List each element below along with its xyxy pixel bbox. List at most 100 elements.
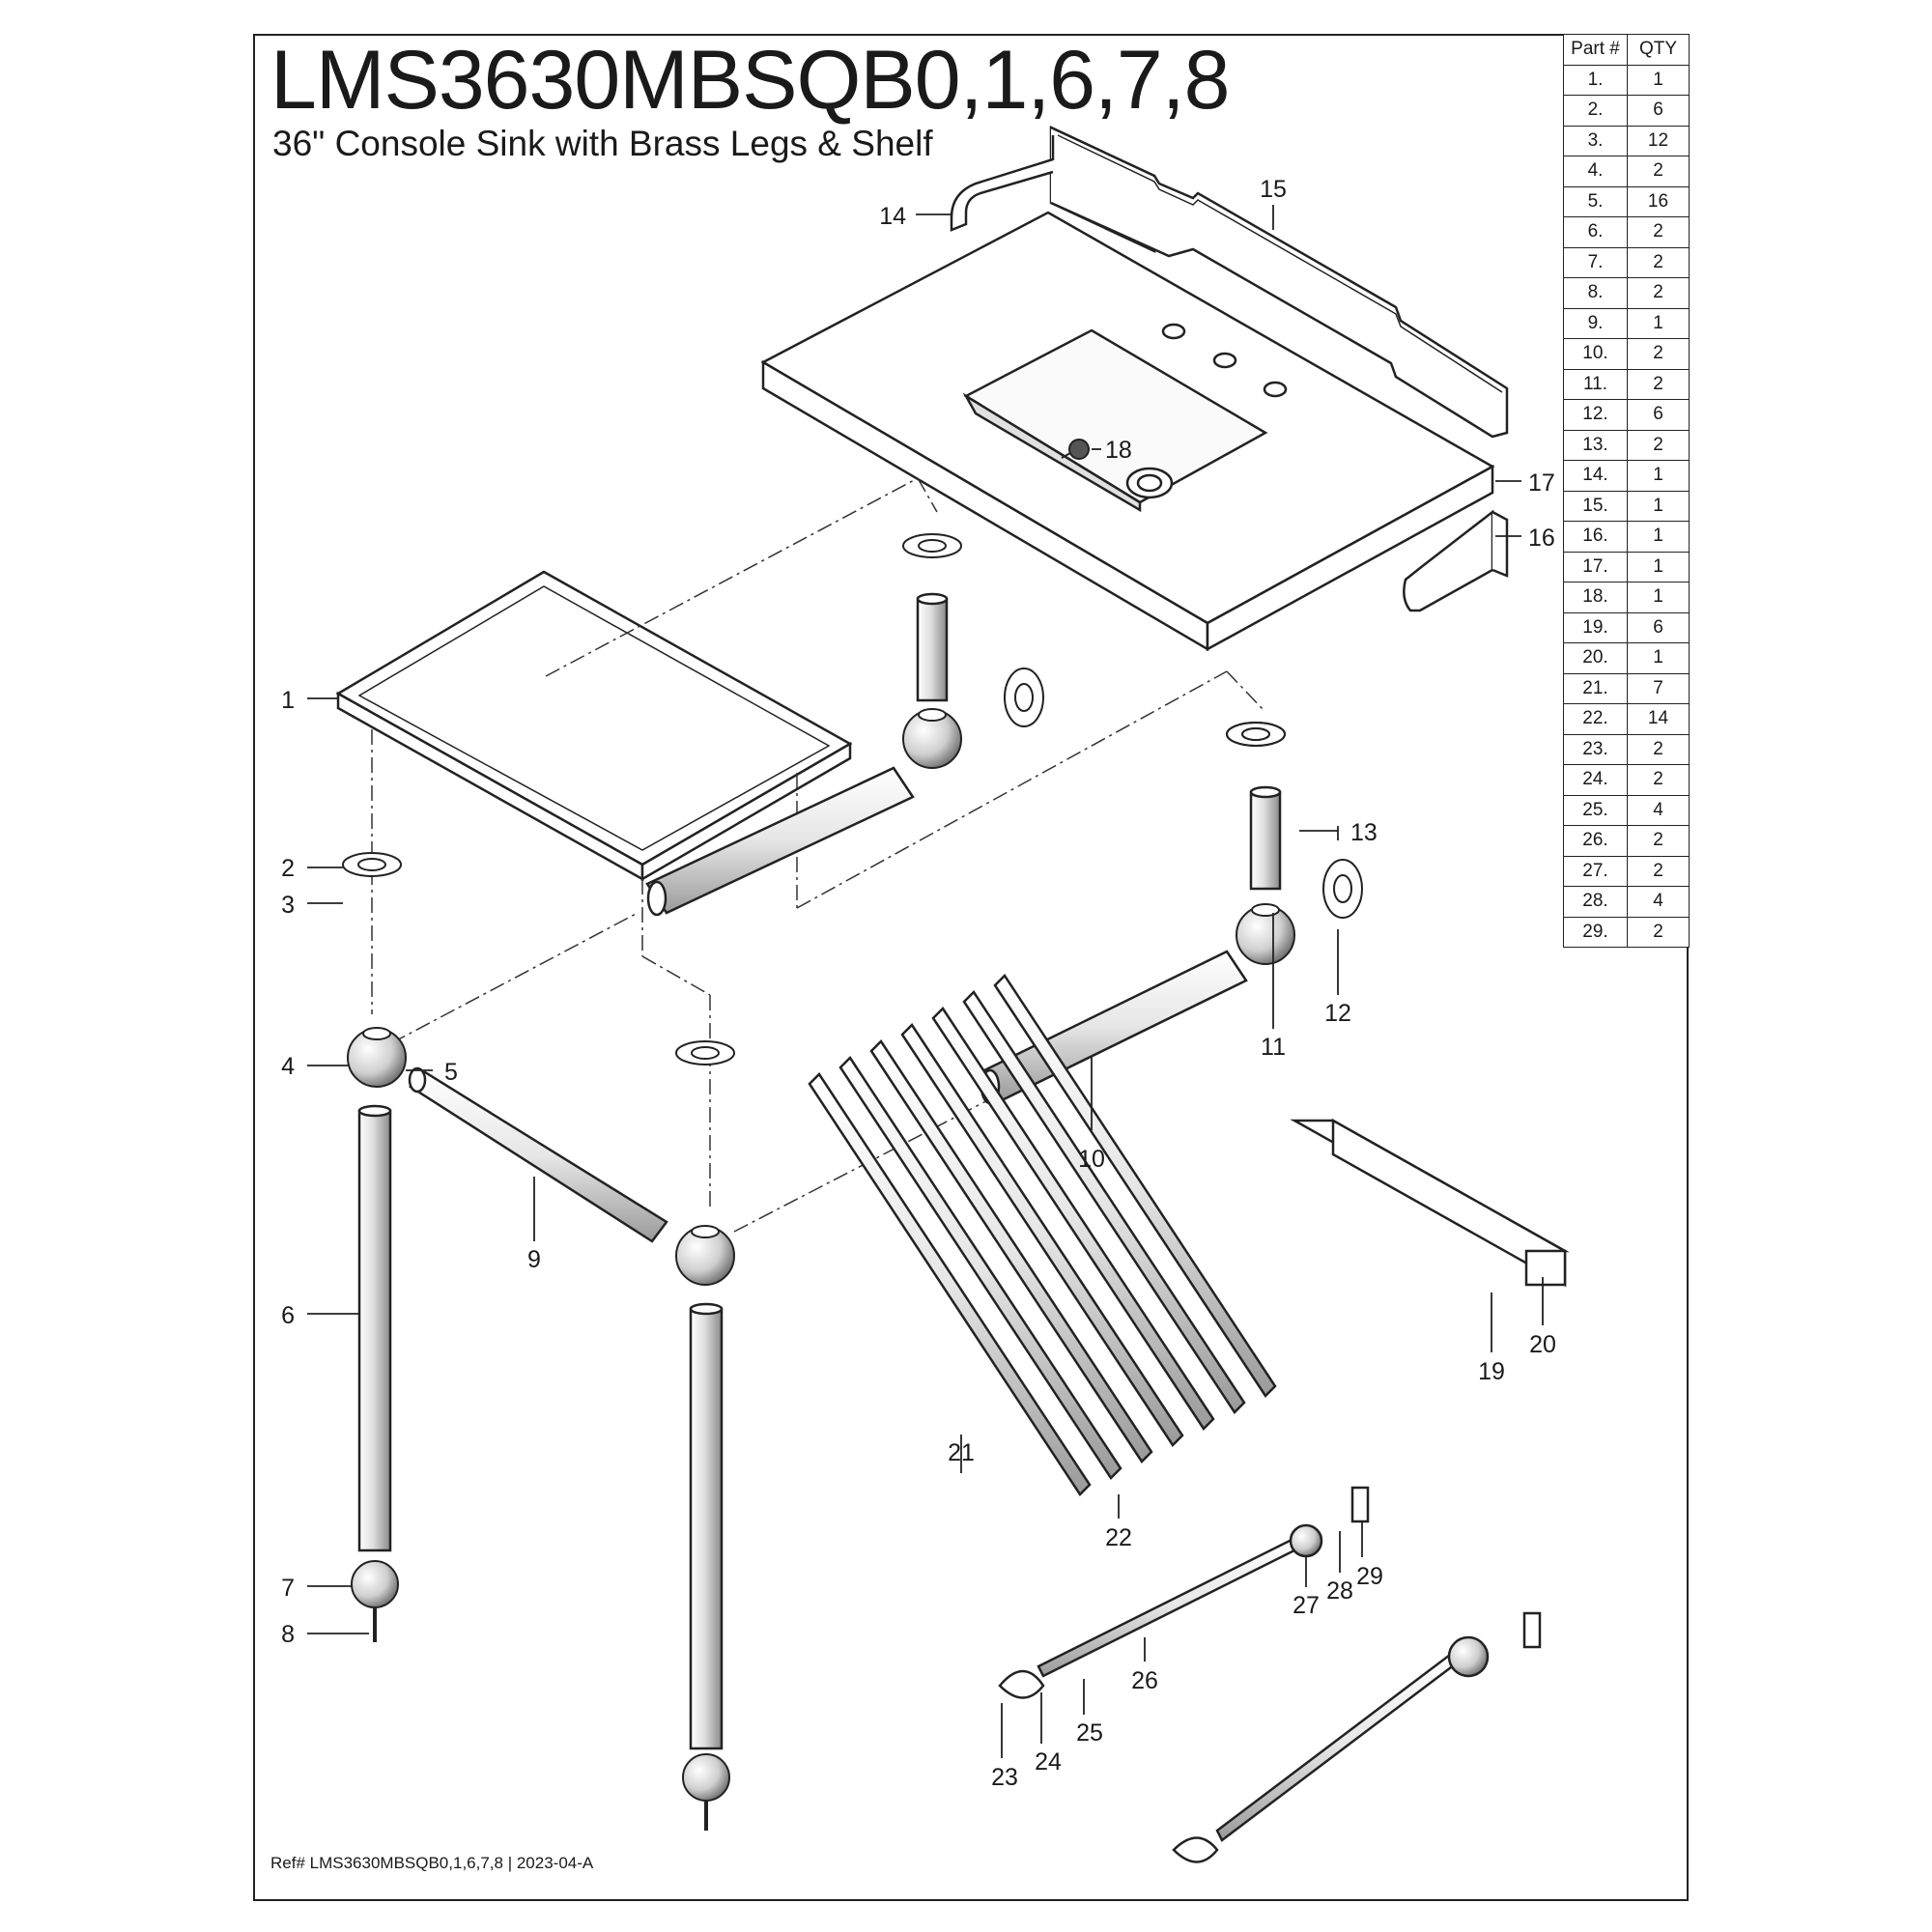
table-row: 1.1 — [1563, 64, 1690, 96]
part-number-cell: 6. — [1563, 216, 1628, 248]
leader-lines — [307, 205, 1544, 1758]
table-row: 24.2 — [1563, 764, 1690, 796]
part-number-cell: 11. — [1563, 368, 1628, 400]
callout-4: 4 — [281, 1053, 295, 1080]
qty-cell: 2 — [1627, 916, 1690, 948]
table-row: 6.2 — [1563, 216, 1690, 248]
qty-cell: 2 — [1627, 855, 1690, 887]
callout-16: 16 — [1528, 525, 1555, 552]
part-number-cell: 21. — [1563, 672, 1628, 704]
qty-cell: 4 — [1627, 886, 1690, 918]
backsplash — [1049, 126, 1509, 439]
countertop — [760, 211, 1495, 652]
side-splash-16 — [1403, 509, 1509, 612]
callout-7: 7 — [281, 1575, 295, 1602]
legs — [357, 592, 1282, 1750]
side-splash-14 — [950, 135, 1055, 232]
table-row: 16.1 — [1563, 521, 1690, 553]
table-row: 9.1 — [1563, 307, 1690, 339]
part-number-cell: 16. — [1563, 521, 1628, 553]
part-number-cell: 17. — [1563, 551, 1628, 582]
qty-cell: 6 — [1627, 399, 1690, 431]
product-description: 36" Console Sink with Brass Legs & Shelf — [272, 124, 933, 163]
table-row: 29.2 — [1563, 916, 1690, 948]
callout-12: 12 — [1324, 1000, 1351, 1027]
qty-cell: 2 — [1627, 338, 1690, 370]
part-number-cell: 23. — [1563, 733, 1628, 765]
qty-cell: 1 — [1627, 582, 1690, 613]
qty-cell: 12 — [1627, 125, 1690, 156]
qty-cell: 2 — [1627, 429, 1690, 461]
part-number-cell: 25. — [1563, 794, 1628, 826]
part-number-cell: 14. — [1563, 460, 1628, 492]
qty-cell: 2 — [1627, 246, 1690, 278]
table-row: 18.1 — [1563, 582, 1690, 613]
callout-17: 17 — [1528, 469, 1555, 497]
table-row: 28.4 — [1563, 886, 1690, 918]
callout-28: 28 — [1326, 1577, 1353, 1605]
qty-cell: 1 — [1627, 642, 1690, 674]
part-number-cell: 9. — [1563, 307, 1628, 339]
part-number-cell: 28. — [1563, 886, 1628, 918]
table-row: 20.1 — [1563, 642, 1690, 674]
callout-11: 11 — [1261, 1034, 1286, 1061]
qty-cell: 7 — [1627, 672, 1690, 704]
table-row: 27.2 — [1563, 855, 1690, 887]
qty-cell: 2 — [1627, 216, 1690, 248]
model-title: LMS3630MBSQB0,1,6,7,8 — [270, 34, 1230, 127]
part-number-cell: 7. — [1563, 246, 1628, 278]
callout-29: 29 — [1356, 1563, 1383, 1590]
callout-26: 26 — [1131, 1667, 1158, 1694]
part-number-cell: 24. — [1563, 764, 1628, 796]
part-number-cell: 5. — [1563, 185, 1628, 217]
part-number-cell: 20. — [1563, 642, 1628, 674]
qty-cell: 1 — [1627, 490, 1690, 522]
callout-6: 6 — [281, 1302, 295, 1329]
table-row: 17.1 — [1563, 551, 1690, 582]
callout-3: 3 — [281, 892, 295, 919]
qty-cell: 14 — [1627, 703, 1690, 735]
qty-cell: 1 — [1627, 521, 1690, 553]
qty-header: QTY — [1627, 34, 1690, 66]
qty-cell: 6 — [1627, 611, 1690, 643]
callout-labels: 1 2 3 4 5 6 7 8 9 10 11 12 13 14 15 16 1… — [281, 176, 1556, 1791]
table-row: 13.2 — [1563, 429, 1690, 461]
flanges — [342, 533, 1363, 1065]
callout-13: 13 — [1350, 819, 1378, 846]
table-row: 3.12 — [1563, 125, 1690, 156]
table-row: 22.14 — [1563, 703, 1690, 735]
table-row: 19.6 — [1563, 611, 1690, 643]
connectors — [347, 708, 1295, 1831]
callout-23: 23 — [991, 1764, 1018, 1791]
callout-1: 1 — [281, 687, 295, 714]
callout-5: 5 — [444, 1059, 458, 1086]
callout-24: 24 — [1035, 1748, 1062, 1776]
part-number-header: Part # — [1563, 34, 1628, 66]
part-number-cell: 26. — [1563, 825, 1628, 857]
qty-cell: 1 — [1627, 64, 1690, 96]
towel-bars — [998, 1486, 1542, 1863]
callout-22: 22 — [1105, 1524, 1132, 1551]
table-row: 8.2 — [1563, 277, 1690, 309]
qty-cell: 2 — [1627, 277, 1690, 309]
qty-cell: 1 — [1627, 307, 1690, 339]
part-number-cell: 19. — [1563, 611, 1628, 643]
table-row: 21.7 — [1563, 672, 1690, 704]
qty-cell: 2 — [1627, 156, 1690, 187]
part-number-cell: 12. — [1563, 399, 1628, 431]
callout-27: 27 — [1293, 1592, 1320, 1619]
drawing-border — [253, 34, 1689, 1901]
qty-cell: 6 — [1627, 95, 1690, 127]
part-number-cell: 13. — [1563, 429, 1628, 461]
drain-part-18 — [1061, 439, 1090, 460]
qty-cell: 2 — [1627, 733, 1690, 765]
part-number-cell: 10. — [1563, 338, 1628, 370]
callout-2: 2 — [281, 855, 295, 882]
table-row: 4.2 — [1563, 156, 1690, 187]
wall-bracket-20 — [1290, 1118, 1570, 1288]
table-row: 2.6 — [1563, 95, 1690, 127]
qty-cell: 2 — [1627, 764, 1690, 796]
part-number-cell: 1. — [1563, 64, 1628, 96]
part-number-cell: 27. — [1563, 855, 1628, 887]
